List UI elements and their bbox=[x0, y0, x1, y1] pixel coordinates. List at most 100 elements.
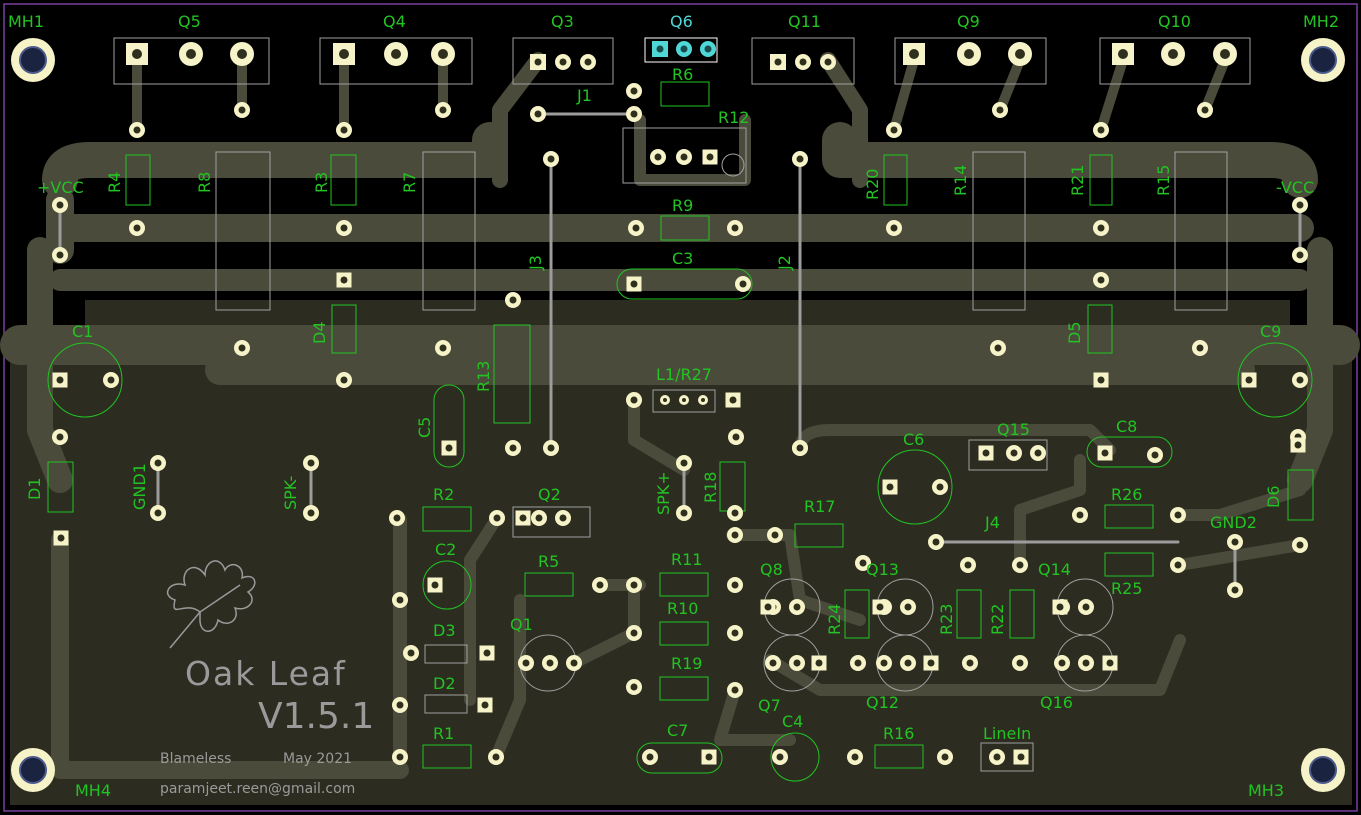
label-r22: R22 bbox=[988, 604, 1007, 635]
drill-hole bbox=[1294, 441, 1302, 449]
drill-hole bbox=[1118, 49, 1128, 59]
drill-hole bbox=[1097, 126, 1105, 134]
label-c4: C4 bbox=[782, 712, 803, 731]
drill-hole bbox=[996, 106, 1004, 114]
drill-hole bbox=[682, 398, 686, 402]
drill-hole bbox=[731, 224, 739, 232]
drill-hole bbox=[909, 49, 919, 59]
label-d3: D3 bbox=[433, 621, 456, 640]
drill-hole bbox=[771, 531, 779, 539]
drill-hole bbox=[704, 45, 712, 53]
drill-hole bbox=[107, 376, 115, 384]
label-r21: R21 bbox=[1068, 165, 1087, 196]
label-j1: J1 bbox=[576, 86, 592, 105]
drill-hole bbox=[732, 433, 740, 441]
drill-hole bbox=[1174, 511, 1182, 519]
drill-hole bbox=[439, 106, 447, 114]
drill-hole bbox=[596, 581, 604, 589]
label-c5: C5 bbox=[415, 417, 434, 438]
drill-hole bbox=[1201, 106, 1209, 114]
drill-hole bbox=[481, 701, 489, 709]
label-r12: R12 bbox=[718, 108, 749, 127]
drill-hole bbox=[535, 514, 543, 522]
label-vccp: +VCC bbox=[37, 178, 84, 197]
board-date: May 2021 bbox=[283, 751, 352, 767]
drill-hole bbox=[796, 155, 804, 163]
board-edge bbox=[3, 3, 1358, 812]
label-c9: C9 bbox=[1260, 322, 1281, 341]
drill-hole bbox=[1231, 538, 1239, 546]
drill-hole bbox=[1296, 376, 1304, 384]
drill-hole bbox=[994, 344, 1002, 352]
drill-hole bbox=[793, 603, 801, 611]
drill-hole bbox=[56, 251, 64, 259]
label-q15: Q15 bbox=[997, 420, 1030, 439]
drill-hole bbox=[438, 49, 448, 59]
drill-hole bbox=[632, 224, 640, 232]
drill-hole bbox=[133, 126, 141, 134]
drill-hole bbox=[493, 514, 501, 522]
label-r15: R15 bbox=[1154, 165, 1173, 196]
label-q3: Q3 bbox=[551, 12, 574, 31]
label-q9: Q9 bbox=[957, 12, 980, 31]
drill-hole bbox=[1097, 376, 1105, 384]
label-q13: Q13 bbox=[866, 560, 899, 579]
drill-hole bbox=[731, 629, 739, 637]
drill-hole bbox=[904, 659, 912, 667]
drill-hole bbox=[1168, 49, 1178, 59]
drill-hole bbox=[1296, 201, 1304, 209]
drill-hole bbox=[340, 376, 348, 384]
drill-hole bbox=[483, 649, 491, 657]
label-r23: R23 bbox=[937, 604, 956, 635]
label-gnd2: GND2 bbox=[1210, 513, 1257, 532]
drill-hole bbox=[133, 224, 141, 232]
drill-hole bbox=[154, 459, 162, 467]
drill-hole bbox=[340, 276, 348, 284]
drill-hole bbox=[340, 224, 348, 232]
label-q8: Q8 bbox=[760, 560, 783, 579]
drill-hole bbox=[534, 110, 542, 118]
drill-hole bbox=[630, 683, 638, 691]
drill-hole bbox=[396, 753, 404, 761]
drill-hole bbox=[132, 49, 142, 59]
drill-hole bbox=[1231, 586, 1239, 594]
drill-hole bbox=[776, 753, 784, 761]
drill-hole bbox=[1220, 49, 1230, 59]
drill-hole bbox=[663, 398, 667, 402]
drill-hole bbox=[57, 534, 65, 542]
drill-hole bbox=[890, 224, 898, 232]
label-r20: R20 bbox=[863, 169, 882, 200]
drill-hole bbox=[799, 58, 807, 66]
label-c1: C1 bbox=[72, 322, 93, 341]
label-r19: R19 bbox=[671, 654, 702, 673]
drill-hole bbox=[509, 296, 517, 304]
drill-hole bbox=[793, 659, 801, 667]
drill-hole bbox=[547, 155, 555, 163]
label-q1: Q1 bbox=[510, 615, 533, 634]
label-l1r27: L1/R27 bbox=[656, 365, 712, 384]
label-r18: R18 bbox=[701, 472, 720, 503]
board-version: V1.5.1 bbox=[258, 696, 374, 737]
drill-hole bbox=[880, 659, 888, 667]
drill-hole bbox=[854, 659, 862, 667]
drill-hole bbox=[630, 110, 638, 118]
drill-hole bbox=[1015, 49, 1025, 59]
label-c8: C8 bbox=[1116, 417, 1137, 436]
drill-hole bbox=[439, 344, 447, 352]
label-q2: Q2 bbox=[538, 485, 561, 504]
label-r14: R14 bbox=[951, 165, 970, 196]
label-j2: J2 bbox=[775, 255, 794, 271]
drill-hole bbox=[238, 106, 246, 114]
label-r3: R3 bbox=[312, 172, 331, 193]
drill-hole bbox=[646, 753, 654, 761]
drill-hole bbox=[731, 509, 739, 517]
label-q7: Q7 bbox=[758, 696, 781, 715]
label-q16: Q16 bbox=[1040, 693, 1073, 712]
label-j4: J4 bbox=[984, 513, 1000, 532]
drill-hole bbox=[824, 58, 832, 66]
drill-hole bbox=[396, 701, 404, 709]
drill-hole bbox=[739, 280, 747, 288]
drill-hole bbox=[1245, 376, 1253, 384]
drill-hole bbox=[859, 559, 867, 567]
